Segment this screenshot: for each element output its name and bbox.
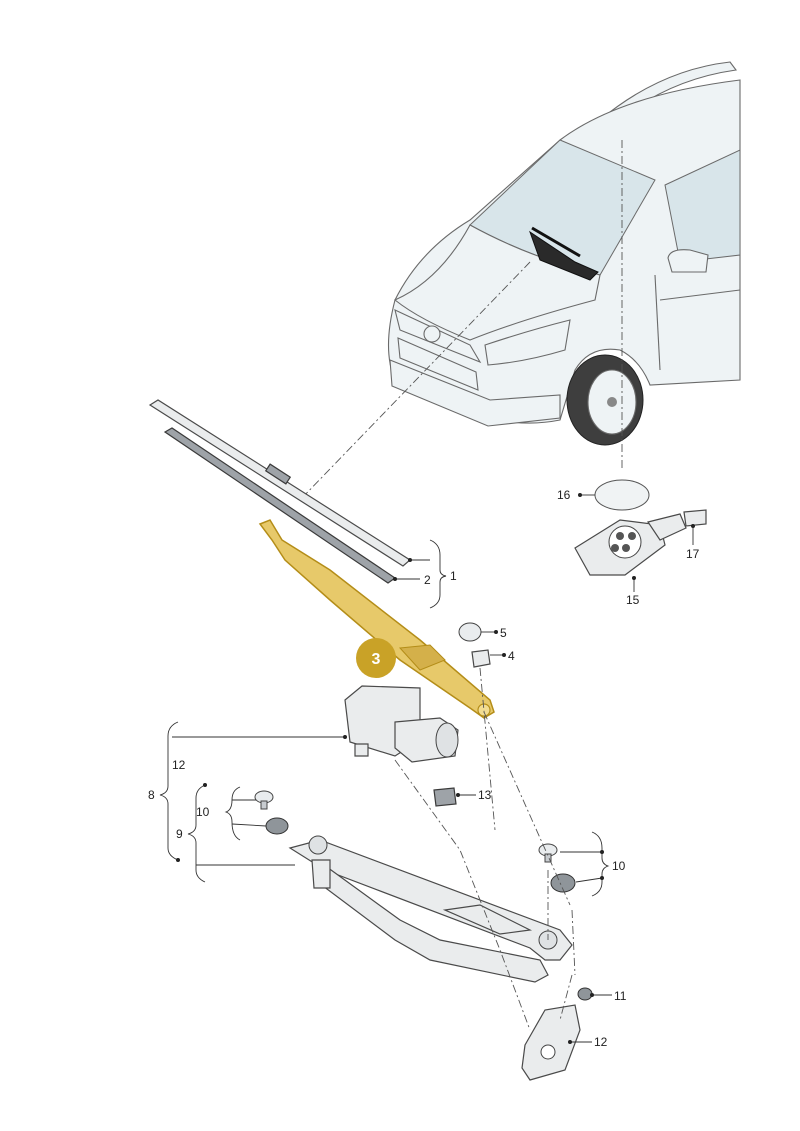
callout-dots (176, 493, 695, 1044)
label-5: 5 (500, 626, 507, 640)
label-4: 4 (508, 649, 515, 663)
connector-part-17 (683, 509, 707, 527)
label-8: 8 (148, 788, 155, 802)
badge-text: 3 (372, 651, 381, 668)
assembly-lines (394, 667, 576, 1031)
nut-part-11 (577, 987, 593, 1001)
label-9: 9 (176, 827, 183, 841)
cap-part-5 (458, 622, 482, 642)
axis-line-blade (299, 261, 531, 501)
wiper-arm-part-3-highlighted (258, 519, 495, 719)
label-15: 15 (626, 593, 640, 607)
nut-part-4 (471, 649, 491, 668)
wiper-motor-part-12 (344, 685, 459, 763)
vehicle-illustration (387, 61, 741, 446)
label-1: 1 (450, 569, 457, 583)
label-17: 17 (686, 547, 700, 561)
bracket-part-12 (521, 1004, 581, 1081)
label-12-motor: 12 (172, 758, 186, 772)
callout-labels: 1 2 4 5 8 9 10 10 11 12 12 13 15 16 17 (148, 488, 700, 1049)
label-13: 13 (478, 788, 492, 802)
label-10-left: 10 (196, 805, 210, 819)
label-16: 16 (557, 488, 571, 502)
label-10-right: 10 (612, 859, 626, 873)
label-2: 2 (424, 573, 431, 587)
sensor-gel-pad-part-16 (594, 479, 650, 511)
bolt-part-10-right (538, 843, 576, 893)
highlight-badge: 3 (356, 638, 396, 678)
bolt-part-10-left (254, 790, 289, 835)
label-12-bracket: 12 (594, 1035, 608, 1049)
label-11: 11 (614, 989, 627, 1003)
wiper-linkage-part-9 (288, 835, 573, 983)
wiper-blade-part-2 (148, 399, 412, 584)
callout-leaders (159, 494, 694, 1043)
rain-sensor-part-15 (574, 513, 687, 576)
bushing-part-13 (433, 787, 457, 807)
